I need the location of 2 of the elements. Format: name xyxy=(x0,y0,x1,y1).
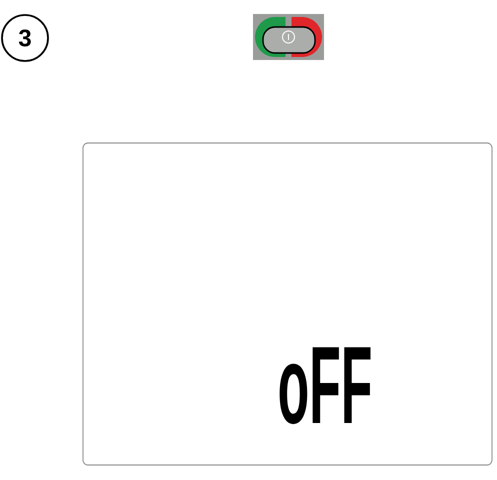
lcd-display: oFF xyxy=(82,142,492,466)
step-number: 3 xyxy=(1,14,49,62)
